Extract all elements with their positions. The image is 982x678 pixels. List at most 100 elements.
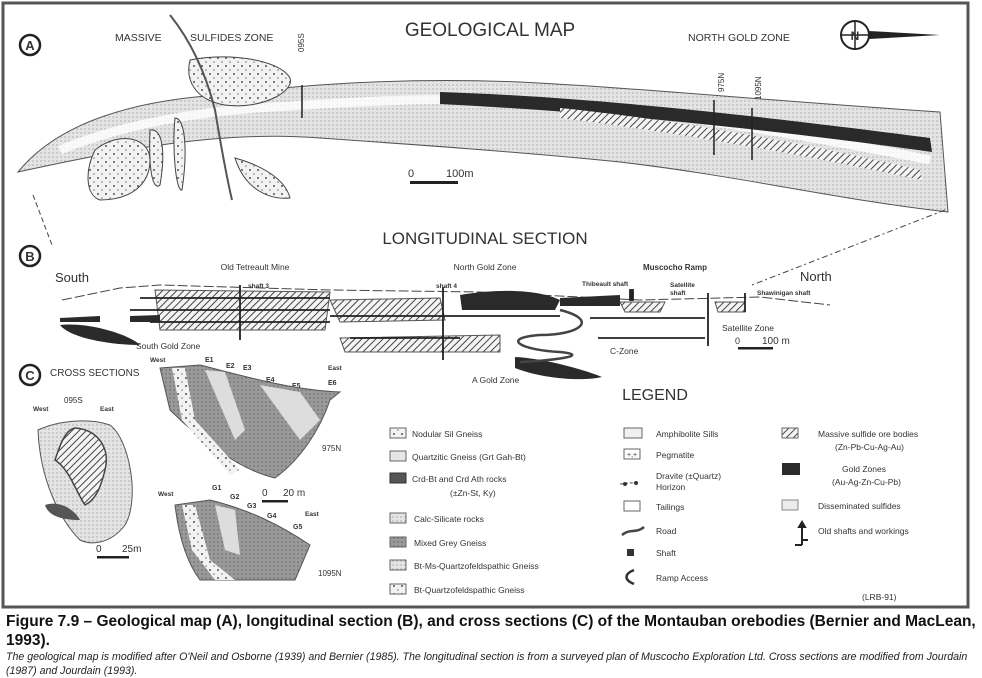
- map-scale-bar: [410, 181, 458, 184]
- legend-label: Road: [656, 526, 677, 536]
- figure-caption-note: The geological map is modified after O'N…: [6, 651, 968, 677]
- legend-sublabel: Horizon: [656, 482, 686, 492]
- ramp-access: [516, 308, 584, 364]
- point-g1: G1: [212, 485, 221, 492]
- figure-caption-title: Figure 7.9 – Geological map (A), longitu…: [6, 613, 976, 649]
- north-gold-zone-body: [460, 290, 560, 310]
- section-095s-label: 095S: [297, 33, 306, 52]
- ramp-access-icon: [625, 568, 635, 586]
- legend-label: Old shafts and workings: [818, 526, 909, 536]
- legend-sublabel: (±Zn-St, Ky): [450, 488, 496, 498]
- a-gold-zone-body: [515, 357, 602, 380]
- legend: LEGEND Nodular Sil Gneiss Quartzitic Gne…: [389, 387, 918, 602]
- legend-label: Dravite (±Quartz): [656, 471, 721, 481]
- section-095s-name: 095S: [64, 396, 83, 405]
- legend-credit: (LRB-91): [862, 592, 897, 602]
- section-975n-label: 975N: [717, 73, 726, 92]
- south-gold-zone-body: [60, 324, 140, 345]
- satellite-shaft-label: Satellite: [670, 282, 695, 289]
- sulfides-zone-label: SULFIDES ZONE: [190, 32, 273, 44]
- point-g3: G3: [247, 503, 256, 510]
- montauban-figure: A MASSIVE SULFIDES ZONE 095S GEOLOGICAL …: [1, 1, 970, 609]
- quartzitic-gneiss-swatch: [389, 450, 407, 462]
- old-shafts-icon: [795, 520, 808, 546]
- legend-label: Bt-Ms-Quartzofeldspathic Gneiss: [414, 561, 539, 571]
- legend-label: Crd-Bt and Crd Ath rocks: [412, 474, 506, 484]
- point-g5: G5: [293, 524, 302, 531]
- svg-text:N: N: [851, 29, 860, 43]
- cross-sections-panel: C CROSS SECTIONS 095S West East 0 25m We…: [18, 357, 343, 581]
- shaft-icon: [627, 549, 634, 556]
- bt-gneiss-swatch: [389, 583, 407, 595]
- section-1095n-east: East: [305, 511, 320, 518]
- legend-label: Bt-Quartzofeldspathic Gneiss: [414, 585, 525, 595]
- longitudinal-section-panel: LONGITUDINAL SECTION B South North Old T…: [18, 229, 832, 385]
- map-scale-value: 100m: [446, 168, 474, 180]
- massive-sulfide-swatch: [781, 427, 799, 439]
- point-g4: G4: [267, 513, 276, 520]
- legend-label: Disseminated sulfides: [818, 501, 901, 511]
- tailings-swatch: [623, 500, 641, 512]
- c-zone-label: C-Zone: [610, 346, 639, 356]
- north-gold-zone-section-label: North Gold Zone: [454, 262, 517, 272]
- shawinigan-shaft-label: Shawinigan shaft: [757, 290, 811, 297]
- section-975n-scale-value: 20 m: [283, 488, 305, 499]
- legend-label: Pegmatite: [656, 450, 695, 460]
- section-1095n-label: 1095N: [754, 76, 763, 100]
- section-095s-west: West: [33, 406, 49, 413]
- section-1095n-west: West: [158, 491, 174, 498]
- nodular-sil-gneiss-swatch: [389, 427, 407, 439]
- a-gold-zone-label: A Gold Zone: [472, 375, 520, 385]
- cross-sections-title: CROSS SECTIONS: [50, 368, 140, 379]
- point-e4: E4: [266, 377, 275, 384]
- section-1095n-name: 1095N: [318, 569, 342, 578]
- section-scale-value: 100 m: [762, 336, 790, 347]
- thibeault-shaft-label: Thibeault shaft: [582, 281, 629, 288]
- section-scale-bar: [738, 347, 773, 350]
- map-scale-zero: 0: [408, 168, 414, 180]
- crd-bt-swatch: [389, 472, 407, 484]
- legend-label: Gold Zones: [842, 464, 886, 474]
- mixed-grey-gneiss-swatch: [389, 536, 407, 548]
- geological-map-panel: A MASSIVE SULFIDES ZONE 095S GEOLOGICAL …: [16, 14, 949, 286]
- legend-sublabel: (Au-Ag-Zn-Cu-Pb): [832, 477, 901, 487]
- disseminated-sulfides-swatch: [781, 499, 799, 511]
- section-095s-east: East: [100, 406, 115, 413]
- geological-map-title: GEOLOGICAL MAP: [405, 20, 575, 41]
- legend-label: Massive sulfide ore bodies: [818, 429, 918, 439]
- section-095s-scale-bar: [97, 556, 129, 559]
- south-label: South: [55, 270, 89, 285]
- south-gold-zone-label: South Gold Zone: [136, 341, 201, 351]
- point-e6: E6: [328, 380, 337, 387]
- legend-label: Tailings: [656, 502, 684, 512]
- north-gold-zone-label: NORTH GOLD ZONE: [688, 32, 790, 44]
- road: [169, 14, 233, 201]
- point-e1: E1: [205, 357, 214, 364]
- legend-label: Shaft: [656, 548, 676, 558]
- legend-label: Mixed Grey Gneiss: [414, 538, 486, 548]
- point-g2: G2: [230, 494, 239, 501]
- point-e3: E3: [243, 365, 252, 372]
- point-e5: E5: [292, 383, 301, 390]
- dravite-horizon-icon: [619, 481, 641, 486]
- shaft-4-label: shaft 4: [436, 283, 457, 290]
- section-975n-scale-bar: [262, 500, 288, 503]
- legend-label: Nodular Sil Gneiss: [412, 429, 482, 439]
- massive-sulfides-outcrop: [188, 56, 291, 107]
- pegmatite-icon: +,+: [627, 452, 637, 459]
- longitudinal-section-title: LONGITUDINAL SECTION: [382, 229, 587, 248]
- legend-label: Calc-Silicate rocks: [414, 514, 484, 524]
- section-975n-east: East: [328, 365, 343, 372]
- legend-label: Ramp Access: [656, 573, 708, 583]
- legend-title: LEGEND: [622, 387, 688, 404]
- section-scale-zero: 0: [735, 336, 740, 346]
- massive-label: MASSIVE: [115, 32, 162, 44]
- north-label: North: [800, 269, 832, 284]
- point-e2: E2: [226, 363, 235, 370]
- panel-b-letter: B: [25, 249, 34, 264]
- pegmatite-swatch: [623, 448, 641, 460]
- section-975n-west: West: [150, 357, 166, 364]
- north-arrow-icon: N: [840, 20, 940, 50]
- legend-label: Amphibolite Sills: [656, 429, 718, 439]
- calc-silicate-swatch: [389, 512, 407, 524]
